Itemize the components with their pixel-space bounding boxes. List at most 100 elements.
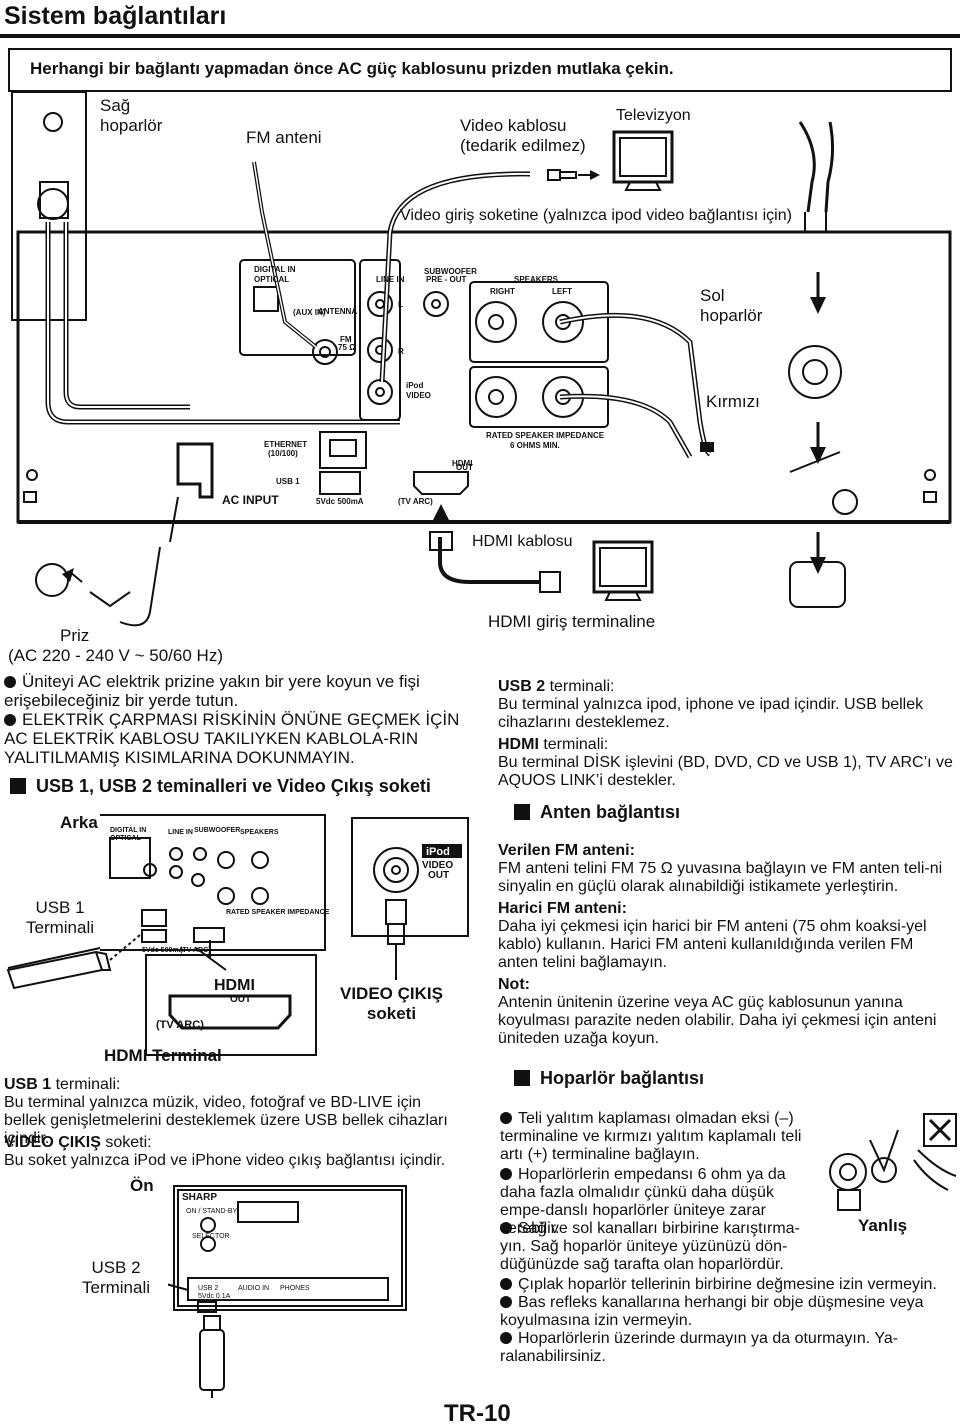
fm-antenna-label: FM anteni bbox=[246, 128, 322, 147]
bullet-outlet-text: Üniteyi AC elektrik prizine yakın bir ye… bbox=[4, 672, 420, 710]
heading-square bbox=[10, 778, 26, 794]
title-rule bbox=[0, 34, 960, 38]
tv-hdmi-icon bbox=[592, 540, 654, 594]
usb2-desc-text: Bu terminal yalnızca ipod, iphone ve ipa… bbox=[498, 696, 924, 731]
rear-out-label: OUT bbox=[428, 870, 449, 881]
hdmi-suffix: terminali: bbox=[538, 736, 609, 753]
panel-left: LEFT bbox=[552, 287, 572, 296]
external-fm-block: Harici FM anteni: Daha iyi çekmesi için … bbox=[498, 900, 956, 972]
bullet-dot bbox=[500, 1296, 512, 1308]
panel-hdmi-out: OUT bbox=[456, 463, 473, 472]
panel-optical: OPTICAL bbox=[254, 275, 289, 284]
front-usb2: USB 2 bbox=[198, 1285, 218, 1292]
rear-speakers: SPEAKERS bbox=[240, 829, 279, 836]
usb1-label: USB 1 bbox=[4, 1076, 52, 1093]
warning-box: Herhangi bir bağlantı yapmadan önce AC g… bbox=[8, 48, 952, 92]
hdmi-cable-label: HDMI kablosu bbox=[472, 533, 573, 550]
video-out-suffix: soketi: bbox=[100, 1134, 152, 1151]
usb1-suffix: terminali: bbox=[51, 1076, 121, 1093]
front-selector: SELECTOR bbox=[192, 1233, 230, 1240]
rear-label: Arka bbox=[60, 813, 98, 832]
rear-big-tv-arc: (TV ARC) bbox=[156, 1019, 204, 1031]
panel-right: RIGHT bbox=[490, 287, 515, 296]
rear-optical: OPTICAL bbox=[110, 835, 141, 842]
speaker-bullet-5-text: Bas refleks kanallarına herhangi bir obj… bbox=[500, 1294, 924, 1329]
page-title: Sistem bağlantıları bbox=[4, 2, 227, 30]
speaker-bullet-5: Bas refleks kanallarına herhangi bir obj… bbox=[500, 1294, 956, 1330]
video-cable-label: Video kablosu (tedarik edilmez) bbox=[460, 116, 586, 155]
panel-subwoofer: SUBWOOFER bbox=[424, 267, 477, 276]
television-label: Televizyon bbox=[616, 107, 691, 124]
panel-aux: (AUX IN) bbox=[293, 308, 326, 317]
front-label: Ön bbox=[130, 1176, 154, 1195]
video-input-note: Video giriş soketine (yalnızca ipod vide… bbox=[400, 207, 792, 224]
speaker-bullet-4: Çıplak hoparlör tellerinin birbirine değ… bbox=[500, 1276, 956, 1294]
rear-video-label: VIDEO bbox=[422, 860, 453, 871]
rear-tv-arc: (TV ARC) bbox=[180, 947, 210, 954]
hdmi-desc: HDMI terminali: Bu terminal DİSK işlevin… bbox=[498, 736, 956, 790]
front-audio-in: AUDIO IN bbox=[238, 1285, 269, 1292]
speaker-bullet-4-text: Çıplak hoparlör tellerinin birbirine değ… bbox=[518, 1276, 937, 1293]
bullet-dot bbox=[500, 1278, 512, 1290]
speaker-bullet-1-text: Teli yalıtım kaplaması olmadan eksi (–) … bbox=[500, 1110, 802, 1163]
wrong-label: Yanlış bbox=[858, 1216, 908, 1235]
panel-l: L bbox=[398, 300, 403, 309]
video-out-socket-label: VIDEO ÇIKIŞ soketi bbox=[340, 984, 443, 1023]
front-phones: PHONES bbox=[280, 1285, 310, 1292]
bullet-dot bbox=[500, 1112, 512, 1124]
hdmi-input-label: HDMI giriş terminaline bbox=[488, 612, 656, 631]
hdmi-label: HDMI bbox=[498, 736, 539, 753]
panel-impedance: RATED SPEAKER IMPEDANCE bbox=[486, 431, 605, 440]
panel-tv-arc: (TV ARC) bbox=[398, 497, 433, 506]
speaker-heading: Hoparlör bağlantısı bbox=[514, 1068, 704, 1089]
antenna-note-block: Not: Antenin ünitenin üzerine veya AC gü… bbox=[498, 976, 956, 1048]
video-out-label: VIDEO ÇIKIŞ bbox=[4, 1134, 101, 1151]
rear-subwoofer: SUBWOOFER bbox=[194, 827, 240, 834]
supplied-fm-block: Verilen FM anteni: FM anteni telini FM 7… bbox=[498, 842, 956, 896]
rear-hdmi-out: OUT bbox=[230, 994, 251, 1005]
usb2-terminal-label: USB 2 Terminali bbox=[82, 1258, 151, 1297]
panel-ac-input: AC INPUT bbox=[222, 493, 279, 507]
bullet-dot bbox=[500, 1332, 512, 1344]
usb1-terminal-label: USB 1 Terminali bbox=[26, 898, 95, 937]
panel-antenna: ANTENNA bbox=[318, 307, 357, 316]
speaker-bullet-2: Hoparlörlerin empedansı 6 ohm ya da daha… bbox=[500, 1166, 810, 1238]
panel-digital-in: DIGITAL IN bbox=[254, 265, 296, 274]
panel-r: R bbox=[398, 347, 404, 356]
antenna-note-heading: Not: bbox=[498, 976, 530, 993]
bullet-dot bbox=[4, 714, 16, 726]
external-fm-text: Daha iyi çekmesi için harici bir FM ante… bbox=[498, 918, 927, 971]
antenna-heading-text: Anten bağlantısı bbox=[540, 802, 681, 822]
bullet-shock: ELEKTRİK ÇARPMASI RİSKİNİN ÖNÜNE GEÇMEK … bbox=[4, 710, 466, 767]
speaker-bullet-1: Teli yalıtım kaplaması olmadan eksi (–) … bbox=[500, 1110, 810, 1164]
panel-ethernet: ETHERNET bbox=[264, 440, 307, 449]
front-onstandby: ON / STAND-BY bbox=[186, 1208, 238, 1215]
heading-square bbox=[514, 804, 530, 820]
video-out-desc: VIDEO ÇIKIŞ soketi: Bu soket yalnızca iP… bbox=[4, 1134, 466, 1170]
outlet-spec: (AC 220 - 240 V ~ 50/60 Hz) bbox=[8, 646, 223, 665]
speaker-bullet-3-text: Sağ ve sol kanalları birbirine karıştırm… bbox=[500, 1220, 800, 1273]
rear-line-in: LINE IN bbox=[168, 829, 193, 836]
rear-panel-diagram: DIGITAL IN OPTICAL LINE IN SUBWOOFER SPE… bbox=[6, 814, 469, 1056]
rear-hdmi-logo: HDMI bbox=[214, 977, 255, 994]
panel-ethernet-spec: (10/100) bbox=[268, 449, 298, 458]
hdmi-desc-text: Bu terminal DİSK işlevini (BD, DVD, CD v… bbox=[498, 754, 953, 789]
front-brand-logo: SHARP bbox=[182, 1192, 217, 1203]
panel-preout: PRE - OUT bbox=[426, 275, 467, 284]
television-icon bbox=[612, 130, 674, 184]
speaker-bullet-6-text: Hoparlörlerin üzerinde durmayın ya da ot… bbox=[500, 1330, 899, 1365]
panel-fm: FM bbox=[340, 335, 352, 344]
video-out-desc-text: Bu soket yalnızca iPod ve iPhone video ç… bbox=[4, 1152, 446, 1169]
panel-speakers: SPEAKERS bbox=[514, 275, 559, 284]
panel-impedance-value: 6 OHMS MIN. bbox=[510, 441, 560, 450]
supplied-fm-text: FM anteni telini FM 75 Ω yuvasına bağlay… bbox=[498, 860, 943, 895]
usb2-label: USB 2 bbox=[498, 678, 546, 695]
usb-section-heading: USB 1, USB 2 teminalleri ve Video Çıkış … bbox=[10, 776, 431, 797]
main-unit-body bbox=[16, 230, 952, 524]
speaker-bullet-6: Hoparlörlerin üzerinde durmayın ya da ot… bbox=[500, 1330, 956, 1366]
usb2-suffix: terminali: bbox=[545, 678, 615, 695]
right-speaker-label: Sağ hoparlör bbox=[100, 96, 163, 135]
left-speaker-label: Sol hoparlör bbox=[700, 286, 763, 325]
rear-ipod-logo: iPod bbox=[426, 846, 450, 858]
bullet-dot bbox=[500, 1222, 512, 1234]
